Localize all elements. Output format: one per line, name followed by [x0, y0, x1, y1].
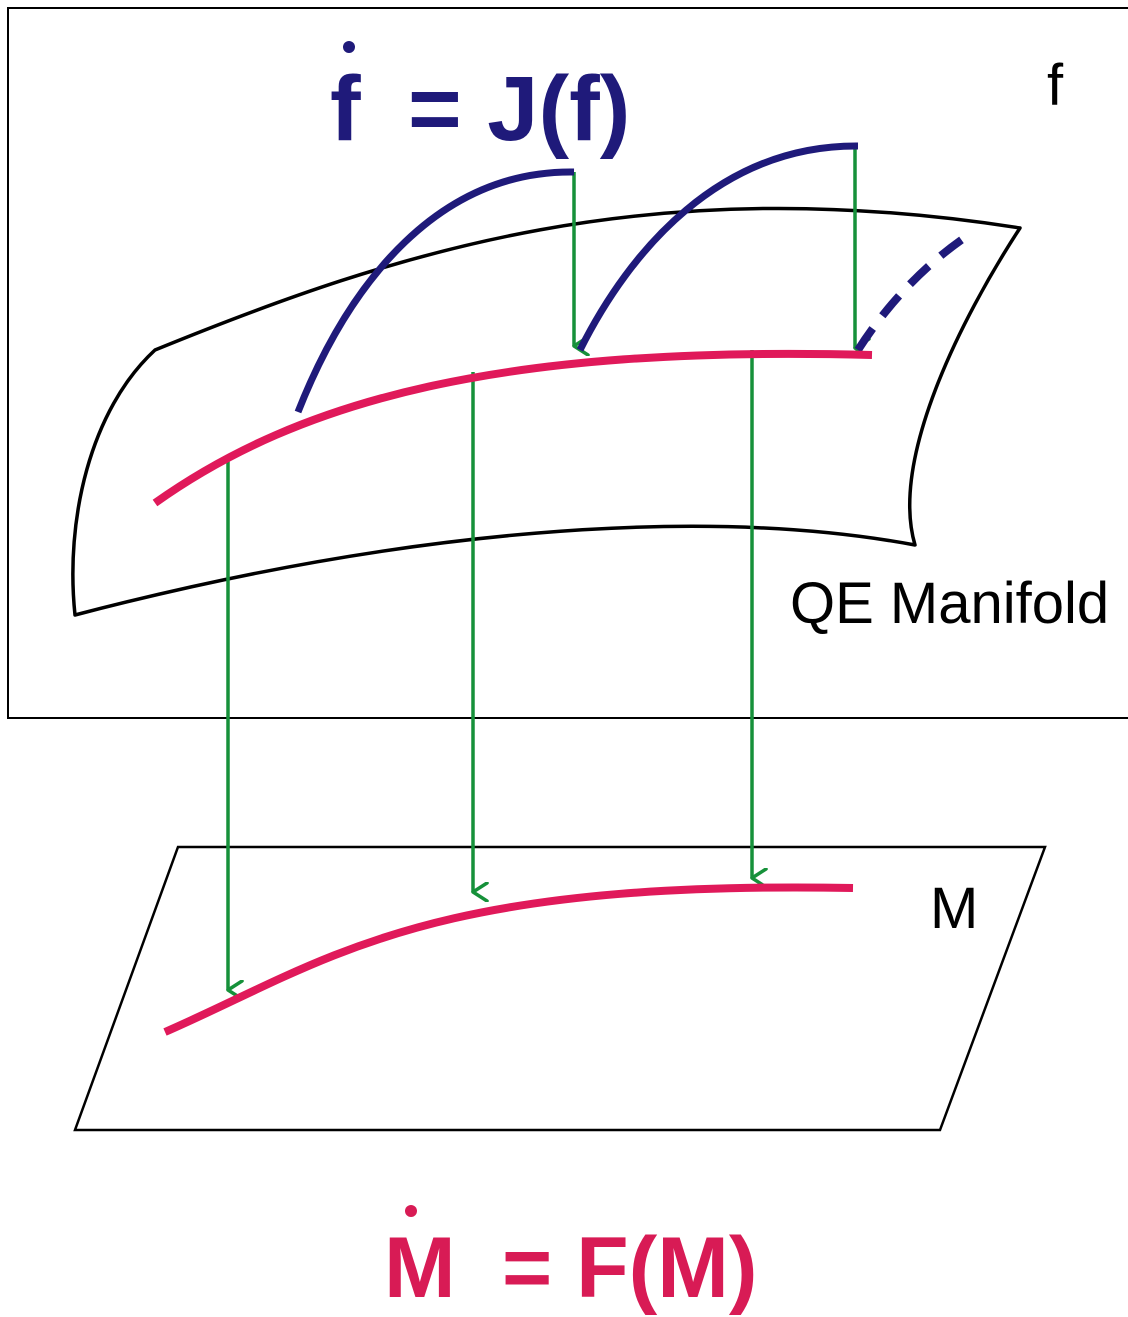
qe-manifold-surface — [71, 206, 1022, 617]
time-derivative-dot-m — [405, 1205, 417, 1217]
manifold-label: QE Manifold — [790, 571, 1109, 636]
trajectory-segment-2 — [576, 142, 859, 352]
fullspace-frame — [7, 7, 1128, 719]
time-derivative-dot-f — [343, 41, 355, 53]
trajectory-segment-dashed — [854, 228, 976, 353]
fullspace-label: f — [1047, 53, 1064, 118]
slow-curve-on-manifold — [152, 349, 873, 507]
equation-bottom-rhs: = F(M) — [502, 1220, 758, 1316]
equation-bottom-lhs: M — [384, 1220, 456, 1316]
trajectory-segment-1 — [294, 168, 575, 414]
equation-top-lhs: f — [330, 58, 361, 160]
equation-top: f = J(f) — [330, 41, 630, 160]
equation-bottom: M = F(M) — [384, 1205, 758, 1316]
reduced-plane — [73, 845, 1047, 1132]
slow-curve-on-plane — [163, 883, 854, 1036]
reduced-label: M — [930, 876, 978, 941]
equation-top-rhs: = J(f) — [408, 58, 630, 160]
